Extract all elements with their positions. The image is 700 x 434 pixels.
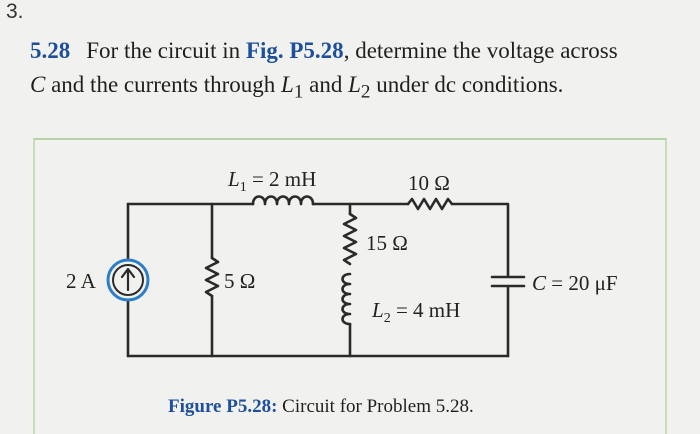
var-l1: L (281, 72, 294, 97)
figure-reference: Fig. P5.28 (245, 38, 344, 63)
problem-text-end: under dc conditions. (370, 72, 564, 97)
r2-label: 10 Ω (408, 171, 450, 195)
r1-label: 5 Ω (224, 269, 255, 293)
caption-head: Figure P5.28: (168, 396, 278, 417)
l2-value: = 4 mH (391, 298, 461, 322)
problem-text-after-ref: , determine the voltage across (343, 38, 618, 63)
c-value: = 20 μF (546, 271, 618, 295)
l1-label: L1 = 2 mH (227, 167, 316, 195)
resistor-15-ohm-zigzag (342, 212, 358, 266)
current-source-inner (112, 264, 144, 296)
problem-text-and: and (303, 72, 349, 97)
caption-text: Circuit for Problem 5.28. (277, 396, 474, 417)
var-l1-sub: 1 (293, 81, 304, 103)
var-l2: L (348, 72, 361, 97)
problem-line-2: C and the currents through L1 and L2 und… (30, 68, 690, 110)
figure-frame (33, 138, 667, 434)
r3-label: 15 Ω (366, 231, 408, 255)
current-source-arrow-icon (120, 267, 136, 292)
resistor-10-ohm-zigzag (406, 197, 454, 211)
problem-number: 5.28 (30, 38, 71, 63)
resistor-5-ohm-zigzag (204, 256, 220, 298)
inductor-l1-coil (251, 195, 315, 206)
l2-subscript: 2 (384, 311, 391, 326)
l2-label: L2 = 4 mH (371, 298, 460, 326)
problem-text-currents: and the currents through (45, 72, 282, 97)
figure-caption: Figure P5.28: Circuit for Problem 5.28. (168, 396, 474, 418)
problem-text-start: For the circuit in (86, 38, 246, 63)
source-label: 2 A (66, 269, 97, 293)
inductor-l2-coil (341, 272, 352, 326)
var-c: C (30, 72, 46, 97)
l1-symbol: L (227, 167, 240, 191)
var-l2-sub: 2 (360, 81, 371, 103)
capacitor-label: C = 20 μF (532, 271, 618, 295)
l1-value: = 2 mH (247, 167, 317, 191)
l2-symbol: L (371, 298, 384, 322)
c-symbol: C (532, 271, 547, 295)
problem-statement: 5.28 For the circuit in Fig. P5.28, deter… (30, 34, 690, 110)
problem-index: 3. (6, 0, 24, 23)
wire-top-right (450, 202, 510, 278)
l1-subscript: 1 (240, 180, 247, 195)
